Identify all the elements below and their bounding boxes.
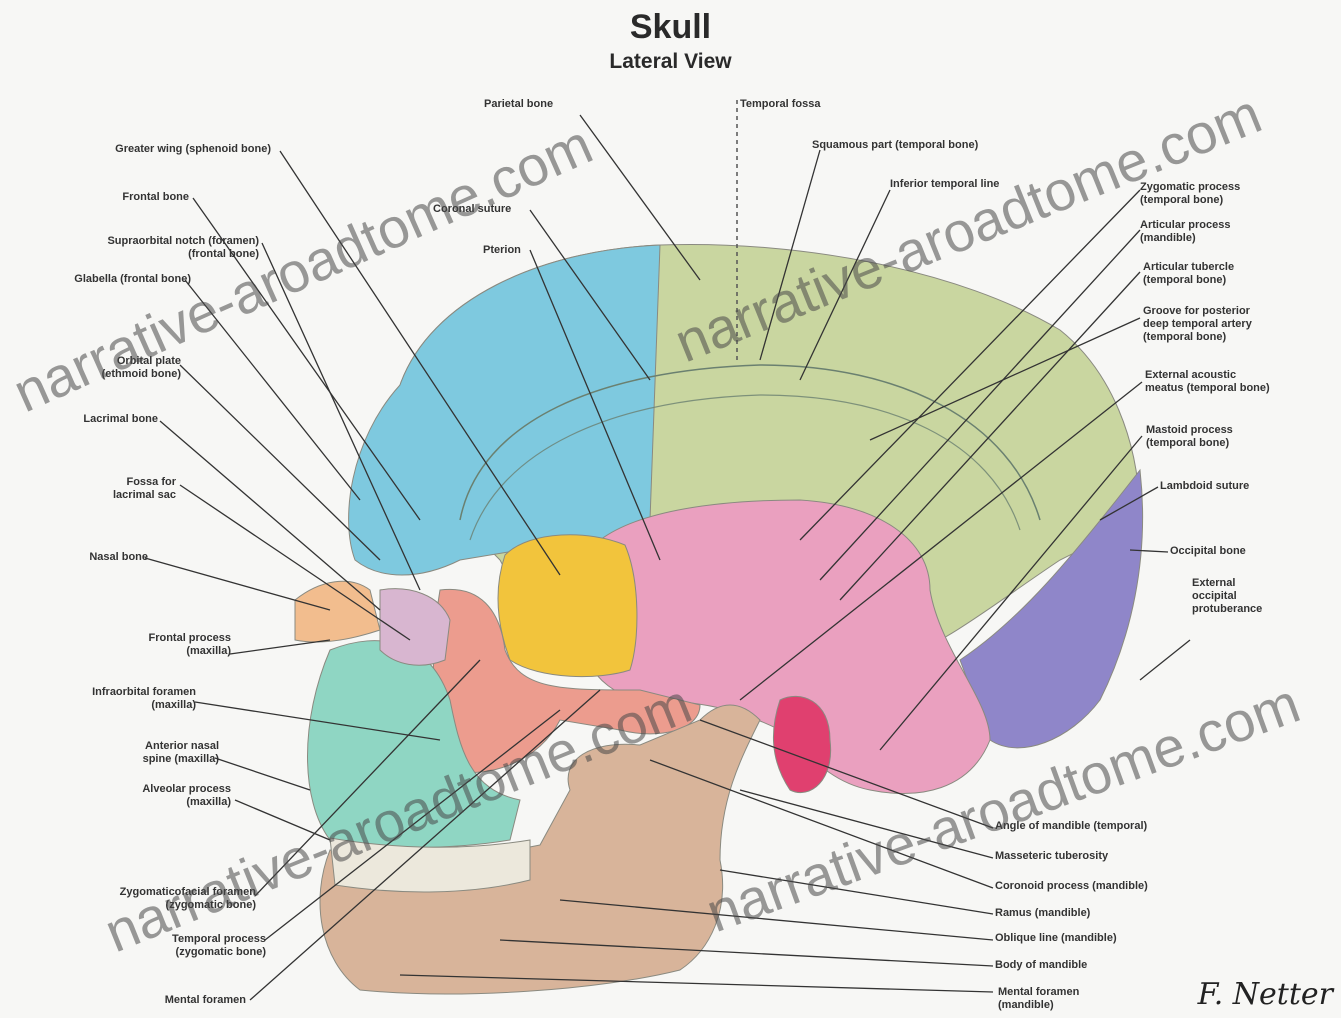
- label-fossa-lacrimal-sac: Fossa for lacrimal sac: [113, 476, 176, 502]
- label-glabella: Glabella (frontal bone): [74, 273, 191, 286]
- sphenoid-bone: [498, 535, 637, 677]
- leader-line: [160, 421, 380, 610]
- artist-signature: F. Netter: [1198, 977, 1333, 1012]
- label-temporal-fossa: Temporal fossa: [740, 98, 821, 111]
- label-mastoid-process: Mastoid process (temporal bone): [1146, 424, 1233, 450]
- mastoid-accent: [773, 696, 830, 792]
- label-lacrimal-bone: Lacrimal bone: [83, 413, 158, 426]
- label-mental-foramen-right: Mental foramen (mandible): [998, 986, 1079, 1012]
- figure-title: Skull: [0, 8, 1341, 47]
- label-groove-posterior-deep-temporal: Groove for posterior deep temporal arter…: [1143, 305, 1252, 344]
- label-occipital-bone: Occipital bone: [1170, 545, 1246, 558]
- label-nasal-bone: Nasal bone: [89, 551, 148, 564]
- label-greater-wing: Greater wing (sphenoid bone): [115, 143, 271, 156]
- label-frontal-bone: Frontal bone: [122, 191, 189, 204]
- label-alveolar-process: Alveolar process (maxilla): [142, 783, 231, 809]
- figure-subtitle: Lateral View: [0, 50, 1341, 74]
- label-frontal-process: Frontal process (maxilla): [148, 632, 231, 658]
- label-mental-foramen-left: Mental foramen: [165, 994, 246, 1007]
- label-articular-process: Articular process (mandible): [1140, 219, 1230, 245]
- label-external-occipital-protuberance: External occipital protuberance: [1192, 577, 1262, 616]
- leader-line: [230, 640, 330, 654]
- frontal-bone: [349, 245, 660, 575]
- label-lambdoid-suture: Lambdoid suture: [1160, 480, 1249, 493]
- label-masseteric-tuberosity: Masseteric tuberosity: [995, 850, 1108, 863]
- leader-line: [1140, 640, 1190, 680]
- label-ramus: Ramus (mandible): [995, 907, 1090, 920]
- label-body-of-mandible: Body of mandible: [995, 959, 1087, 972]
- label-articular-tubercle: Articular tubercle (temporal bone): [1143, 261, 1234, 287]
- leader-line: [180, 365, 380, 560]
- label-infraorbital-foramen: Infraorbital foramen (maxilla): [92, 686, 196, 712]
- label-pterion: Pterion: [483, 244, 521, 257]
- label-external-acoustic-meatus: External acoustic meatus (temporal bone): [1145, 369, 1270, 395]
- label-supraorbital-notch: Supraorbital notch (foramen) (frontal bo…: [107, 235, 259, 261]
- label-squamous-part: Squamous part (temporal bone): [812, 139, 978, 152]
- label-anterior-nasal-spine: Anterior nasal spine (maxilla): [143, 740, 219, 766]
- label-parietal-bone: Parietal bone: [484, 98, 553, 111]
- label-oblique-line: Oblique line (mandible): [995, 932, 1117, 945]
- leader-line: [145, 558, 330, 610]
- label-coronoid-process: Coronoid process (mandible): [995, 880, 1148, 893]
